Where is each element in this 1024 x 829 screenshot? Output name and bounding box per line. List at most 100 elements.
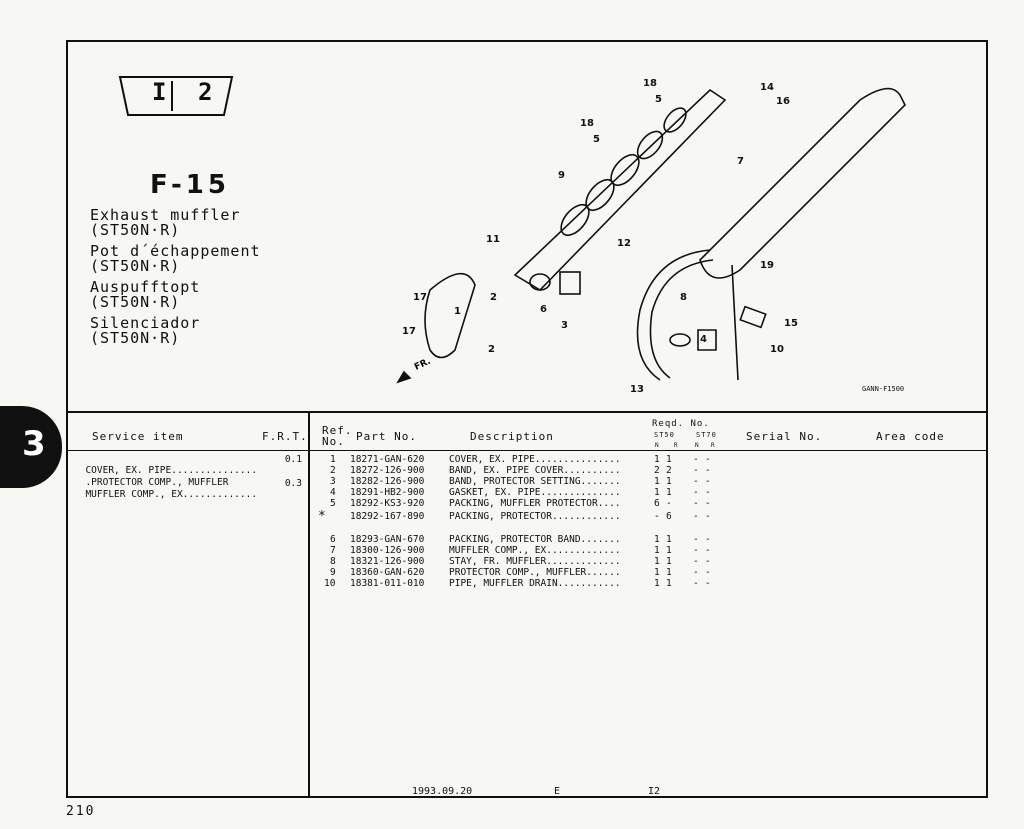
header-frt: F.R.T. <box>262 430 308 443</box>
callout-7: 7 <box>737 156 744 167</box>
callout-2b: 2 <box>488 344 495 355</box>
callout-12: 12 <box>617 238 631 249</box>
part-ref: 3 <box>330 476 336 487</box>
group-badge: I 2 <box>118 75 234 117</box>
header-description: Description <box>470 430 554 443</box>
part-qty: 1 <box>654 487 660 498</box>
muffler-comp <box>699 87 906 279</box>
part-qty: 1 <box>654 476 660 487</box>
part-part: 18282-126-900 <box>350 476 425 487</box>
part-part: 18292-167-890 <box>350 511 425 522</box>
header-serial-no: Serial No. <box>746 430 823 443</box>
badge-right: 2 <box>198 78 213 106</box>
part-desc: PROTECTOR COMP., MUFFLER...... <box>449 567 621 578</box>
page-number: 210 <box>66 804 96 819</box>
part-qty: - <box>705 476 711 487</box>
part-ref: 1 <box>330 454 336 465</box>
part-qty: 1 <box>666 567 672 578</box>
page-frame <box>66 40 988 798</box>
header-sub-n2: N <box>695 442 700 449</box>
part-part: 18300-126-900 <box>350 545 425 556</box>
part-qty: - <box>693 556 699 567</box>
part-qty: - <box>693 534 699 545</box>
callout-6: 6 <box>540 304 547 315</box>
callout-3: 3 <box>561 320 568 331</box>
part-qty: 6 <box>654 498 660 509</box>
part-qty: 1 <box>666 578 672 589</box>
ex-pipe-cover <box>424 272 476 359</box>
title-fr: Pot d´échappement(ST50N·R) <box>90 242 261 275</box>
callout-19: 19 <box>760 260 774 271</box>
callout-5: 5 <box>655 94 662 105</box>
header-sub-r1: R <box>674 442 679 449</box>
part-desc: MUFFLER COMP., EX............. <box>449 545 621 556</box>
part-qty: 1 <box>654 578 660 589</box>
part-qty: - <box>705 511 711 522</box>
callout-4: 4 <box>700 334 707 345</box>
footer-code: I2 <box>648 786 661 797</box>
part-ref: 4 <box>330 487 336 498</box>
protector-band <box>529 273 551 291</box>
part-ref: 8 <box>330 556 336 567</box>
part-desc: PIPE, MUFFLER DRAIN........... <box>449 578 621 589</box>
part-ref: 6 <box>330 534 336 545</box>
header-sub-r2: R <box>711 442 716 449</box>
part-desc: PACKING, PROTECTOR BAND....... <box>449 534 621 545</box>
footer-date: 1993.09.20 <box>412 786 473 797</box>
header-part-no: Part No. <box>356 430 417 443</box>
badge-outline <box>118 76 234 116</box>
part-qty: 1 <box>654 534 660 545</box>
part-qty: 1 <box>654 567 660 578</box>
callout-18b: 18 <box>580 118 594 129</box>
part-part: 18271-GAN-620 <box>350 454 425 465</box>
muffler-stay <box>697 329 717 351</box>
column-divider <box>308 412 310 798</box>
part-qty: - <box>705 578 711 589</box>
callout-8: 8 <box>680 292 687 303</box>
callout-17: 17 <box>413 292 427 303</box>
section-number: 3 <box>22 424 46 464</box>
service-item-row: MUFFLER COMP., EX.............0.3 <box>85 478 302 500</box>
callout-17b: 17 <box>402 326 416 337</box>
part-qty: 1 <box>666 556 672 567</box>
part-qty: - <box>693 567 699 578</box>
callout-11: 11 <box>486 234 500 245</box>
part-qty: - <box>693 498 699 509</box>
part-qty: 1 <box>654 556 660 567</box>
part-qty: - <box>693 511 699 522</box>
part-qty: 6 <box>666 511 672 522</box>
part-desc: PACKING, MUFFLER PROTECTOR.... <box>449 498 621 509</box>
part-qty: 1 <box>666 476 672 487</box>
part-qty: - <box>705 534 711 545</box>
part-desc: BAND, EX. PIPE COVER.......... <box>449 465 621 476</box>
part-qty: 1 <box>666 454 672 465</box>
part-qty: - <box>705 567 711 578</box>
part-part: 18291-HB2-900 <box>350 487 425 498</box>
exhaust-pipe <box>636 249 711 381</box>
callout-18: 18 <box>643 78 657 89</box>
part-qty: - <box>693 465 699 476</box>
part-row: 2 18272-126-900 BAND, EX. PIPE COVER......… <box>318 465 738 476</box>
packing <box>739 305 767 329</box>
part-part: 18272-126-900 <box>350 465 425 476</box>
part-desc: COVER, EX. PIPE............... <box>449 454 621 465</box>
callout-14: 14 <box>760 82 774 93</box>
callout-2: 2 <box>490 292 497 303</box>
part-qty: - <box>693 578 699 589</box>
gasket <box>669 333 691 347</box>
callout-16: 16 <box>776 96 790 107</box>
part-ref: 2 <box>330 465 336 476</box>
part-qty: - <box>705 465 711 476</box>
title-en: Exhaust muffler(ST50N·R) <box>90 206 241 239</box>
figure-titles: Exhaust muffler(ST50N·R) Pot d´échappeme… <box>90 208 261 352</box>
part-qty: - <box>705 454 711 465</box>
part-qty: 1 <box>666 534 672 545</box>
callout-10: 10 <box>770 344 784 355</box>
part-qty: 1 <box>666 545 672 556</box>
